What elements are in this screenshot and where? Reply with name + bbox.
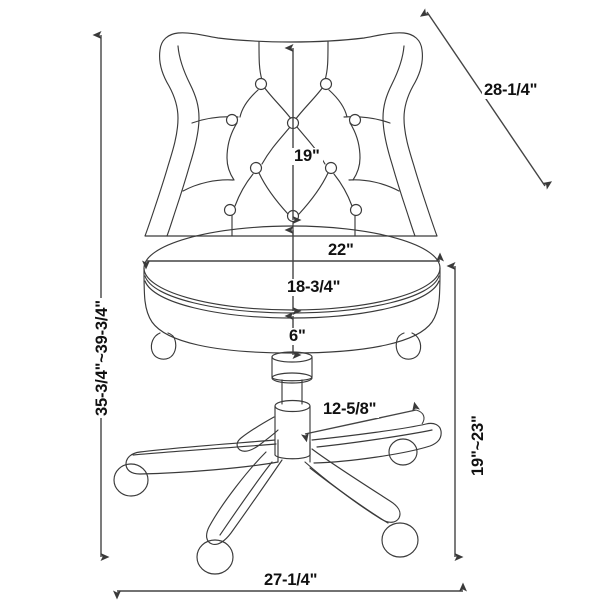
dim-line-back-depth xyxy=(419,8,553,190)
chair-back-right-cheek xyxy=(382,45,416,237)
piston-rod xyxy=(281,379,303,405)
dimension-label-seat-width: 22" xyxy=(325,242,357,259)
base-arm-front-left-crease xyxy=(219,461,273,536)
star-base-group xyxy=(125,416,442,546)
dimension-label-seat-thickness: 6" xyxy=(286,328,309,345)
tuft-line-c2 xyxy=(298,172,329,215)
tuft-button xyxy=(223,203,237,217)
tuft-line-b4 xyxy=(349,122,361,181)
chair-back-seam-upper-right xyxy=(343,116,391,124)
gas-cylinder-body xyxy=(274,405,311,456)
dimension-label-seat-depth: 18-3/4" xyxy=(284,279,344,296)
tuft-line-c3 xyxy=(234,173,254,207)
casters xyxy=(113,438,419,575)
chair-back-pleat-left xyxy=(258,41,263,81)
base-arm-front-left xyxy=(206,451,283,546)
base-arm-rear-left-crease xyxy=(132,443,277,456)
chair-back-group xyxy=(144,32,438,237)
caster-wheel xyxy=(381,522,419,558)
base-arm-rear-right xyxy=(311,422,442,464)
dim-leader-base-arm xyxy=(415,409,425,425)
tuft-line-a1 xyxy=(263,86,293,121)
tuft-button xyxy=(225,113,239,127)
gas-cylinder-bottom xyxy=(274,454,311,460)
dimension-label-base-width: 27-1/4" xyxy=(261,572,321,589)
chair-back-pleat-right xyxy=(324,41,329,81)
tuft-button xyxy=(254,77,268,91)
dimension-label-back-height: 19" xyxy=(291,148,323,165)
dimension-label-back-depth: 28-1/4" xyxy=(482,81,540,99)
gas-cylinder-top xyxy=(274,399,311,413)
tuft-line-a4 xyxy=(328,89,348,118)
dimension-label-overall-height: 35-3/4"~39-3/4" xyxy=(93,298,111,418)
tuft-line-a3 xyxy=(239,89,259,118)
tuft-line-b3 xyxy=(226,122,238,181)
tuft-button xyxy=(319,77,333,91)
tuft-line-c1 xyxy=(258,172,289,215)
caster-wheel xyxy=(388,438,418,466)
dimension-lines xyxy=(92,8,553,600)
tuft-line-c4 xyxy=(333,173,353,207)
seat-leg-right xyxy=(395,332,422,360)
dimension-label-base-arm: 12-5/8" xyxy=(320,401,380,418)
tuft-line-b1 xyxy=(261,126,291,165)
tuft-button xyxy=(249,161,263,175)
chair-back-outline xyxy=(144,32,438,237)
tuft-line-a2 xyxy=(294,86,324,121)
caster-wheel xyxy=(113,463,149,497)
base-arm-rear-left xyxy=(125,439,279,475)
base-arm-center-rear xyxy=(236,416,279,452)
dimension-label-seat-height-range: 19"~23" xyxy=(469,413,487,478)
caster-wheel xyxy=(196,539,234,575)
tuft-button xyxy=(349,203,363,217)
base-arm-front-right-crease xyxy=(309,467,389,524)
seat-top-surface xyxy=(143,225,441,311)
chair-back-left-cheek xyxy=(166,45,200,237)
chair-back-seam-lower-right xyxy=(348,179,400,192)
dim-line-base-arm xyxy=(300,401,421,443)
tuft-button xyxy=(324,161,338,175)
seat-leg-left xyxy=(150,332,177,360)
seat-mount-cup-bottom xyxy=(271,372,313,384)
tuft-button xyxy=(348,113,362,127)
chair-back-seam-lower-left xyxy=(182,179,234,192)
gas-cylinder-group xyxy=(271,351,313,460)
